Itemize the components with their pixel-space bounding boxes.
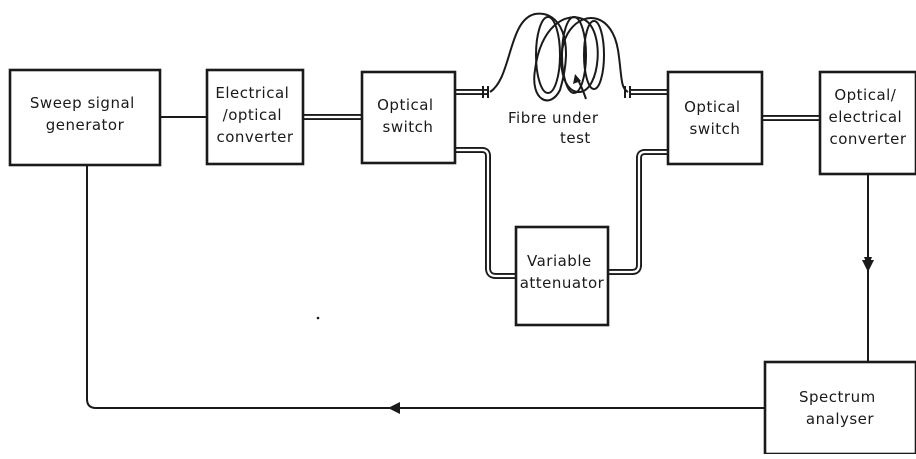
connector-left <box>482 86 489 98</box>
wire-feedback-return <box>86 165 395 409</box>
fibre-label-pointer-arrowhead <box>573 74 581 84</box>
optical-switch-left-label: Optical switch <box>377 96 439 136</box>
fibre-switch-to-attenuator <box>455 147 516 279</box>
analyser-arrowhead <box>862 260 874 272</box>
sweep-signal-generator-box <box>8 68 162 167</box>
optical-electrical-converter-box <box>818 70 916 176</box>
fibre-under-test-coil <box>489 12 629 102</box>
fibre-attenuator-to-switch <box>608 149 668 275</box>
variable-attenuator-box <box>514 225 610 327</box>
feedback-arrowhead <box>388 402 400 414</box>
electrical-optical-converter-box <box>205 68 305 166</box>
electrical-optical-converter-label: Electrical /optical converter <box>215 84 294 146</box>
variable-attenuator-label: Variable attenuator <box>520 252 605 292</box>
optical-switch-left-box <box>360 70 457 165</box>
scan-dot <box>316 316 320 320</box>
sweep-signal-generator-label: Sweep signal generator <box>30 94 140 134</box>
spectrum-analyser-label: Spectrum analyser <box>799 388 881 428</box>
spectrum-analyser-box <box>763 360 916 456</box>
optical-switch-right-label: Optical switch <box>684 98 746 138</box>
optical-switch-right-box <box>666 70 764 166</box>
optical-electrical-converter-label: Optical/ electrical converter <box>829 86 908 148</box>
fibre-under-test-label: Fibre under test <box>508 109 604 147</box>
